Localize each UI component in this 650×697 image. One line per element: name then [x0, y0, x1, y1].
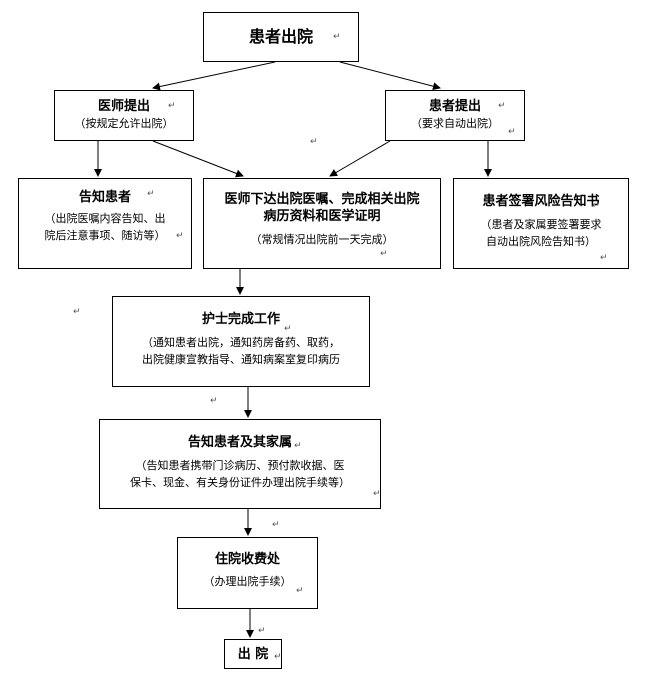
node-discharge-start-title: 患者出院 [248, 27, 313, 46]
paragraph-mark: ↵ [272, 520, 280, 530]
paragraph-mark: ↵ [380, 249, 388, 259]
node-inform-family: 告知患者及其家属 （告知患者携带门诊病历、预付款收据、医 保卡、现金、有关身份证… [99, 419, 381, 509]
node-billing-title: 住院收费处 [214, 552, 280, 567]
paragraph-mark: ↵ [274, 652, 282, 662]
node-risk-notice-title: 患者签署风险告知书 [482, 194, 600, 209]
node-risk-notice-note-1: （患者及家属要签署要求 [480, 218, 602, 231]
node-nurse-work: 护士完成工作 （通知患者出院，通知药房备药、取药， 出院健康宣教指导、通知病案室… [112, 296, 370, 387]
node-discharge-start: 患者出院 [203, 12, 359, 62]
paragraph-mark: ↵ [333, 32, 341, 42]
paragraph-mark: ↵ [600, 253, 608, 263]
node-inform-family-note-2: 保卡、现金、有关身份证件办理出院手续等） [130, 476, 350, 489]
paragraph-mark: ↵ [294, 441, 302, 451]
paragraph-mark: ↵ [264, 552, 272, 562]
node-doctor-propose: 医师提出 （按规定允许出院） [54, 90, 194, 141]
node-nurse-work-title: 护士完成工作 [201, 312, 280, 327]
paragraph-mark: ↵ [73, 307, 81, 317]
paragraph-mark: ↵ [176, 231, 184, 241]
node-inform-patient-note-2: 院后注意事项、随访等） [44, 229, 166, 242]
node-billing-note: （办理出院手续） [203, 575, 292, 588]
node-inform-family-note-1: （告知患者携带门诊病历、预付款收据、医 [135, 459, 345, 472]
paragraph-mark: ↵ [310, 137, 318, 147]
arrow-doctor-to-orders [152, 140, 244, 178]
node-doctor-orders-note: （常规情况出院前一天完成） [250, 233, 394, 246]
node-inform-patient-note-1: （出院医嘱内容告知、出 [44, 212, 166, 225]
arrow-patient-to-orders [329, 140, 391, 177]
node-risk-notice: 患者签署风险告知书 （患者及家属要签署要求 自动出院风险告知书） [453, 178, 629, 269]
node-discharge-end: 出 院 [224, 639, 282, 669]
paragraph-mark: ↵ [498, 101, 506, 111]
node-inform-patient-title: 告知患者 [78, 190, 131, 205]
paragraph-mark: ↵ [147, 189, 155, 199]
arrow-start-to-doctor [152, 61, 276, 91]
paragraph-mark: ↵ [592, 201, 600, 211]
paragraph-mark: ↵ [296, 586, 304, 596]
node-patient-propose-title: 患者提出 [428, 99, 481, 114]
paragraph-mark: ↵ [168, 101, 176, 111]
paragraph-mark: ↵ [373, 489, 381, 499]
node-nurse-work-note-2: 出院健康宣教指导、通知病案室复印病历 [142, 353, 340, 366]
node-doctor-propose-note: （按规定允许出院） [74, 117, 174, 130]
paragraph-mark: ↵ [508, 127, 516, 137]
node-discharge-end-title: 出 院 [237, 647, 269, 662]
node-doctor-propose-title: 医师提出 [97, 99, 150, 114]
node-patient-propose-note: （要求自动出院） [411, 117, 499, 130]
node-risk-notice-note-2: 自动出院风险告知书） [486, 235, 596, 248]
node-billing: 住院收费处 （办理出院手续） [177, 537, 318, 609]
node-doctor-orders-title-1: 医师下达出院医嘱、完成相关出院 [224, 192, 420, 207]
paragraph-mark: ↵ [284, 324, 292, 334]
node-inform-family-title: 告知患者及其家属 [187, 435, 292, 450]
node-doctor-orders-title-2: 病历资料和医学证明 [263, 209, 381, 224]
node-nurse-work-note-1: （通知患者出院，通知药房备药、取药， [142, 336, 340, 349]
node-doctor-orders: 医师下达出院医嘱、完成相关出院 病历资料和医学证明 （常规情况出院前一天完成） [203, 178, 441, 269]
node-inform-patient: 告知患者 （出院医嘱内容告知、出 院后注意事项、随访等） [18, 178, 192, 269]
paragraph-mark: ↵ [258, 626, 266, 636]
arrow-start-to-patient [339, 61, 441, 91]
paragraph-mark: ↵ [210, 396, 218, 406]
node-patient-propose: 患者提出 （要求自动出院） [385, 90, 525, 141]
